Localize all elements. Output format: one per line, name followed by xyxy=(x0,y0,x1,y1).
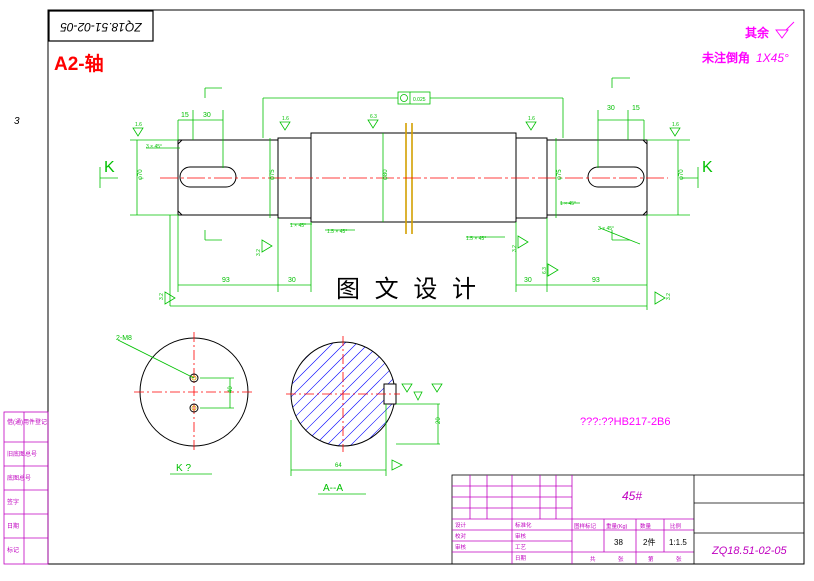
roughness-10: 6.3 xyxy=(542,267,548,274)
roughness-1: 1.6 xyxy=(135,122,142,128)
note-rest-2: 未注倒角 xyxy=(701,50,750,65)
tb-row2-b: 审核 xyxy=(515,532,527,540)
section-hatch xyxy=(291,342,395,446)
tb-footer-1: 共 xyxy=(590,555,596,563)
tb-hdr-qty: 数量 xyxy=(640,522,652,530)
dim-left-30: 30 xyxy=(203,112,211,119)
tb-material: 45# xyxy=(622,489,642,503)
threaded-hole-upper xyxy=(189,373,199,383)
title-block xyxy=(451,474,805,565)
tb-hdr-stage: 图样标记 xyxy=(574,522,597,530)
dim-left-15: 15 xyxy=(181,112,189,119)
tb-hdr-scale: 比例 xyxy=(670,522,682,530)
section-label: A--A xyxy=(323,483,343,494)
note-rest-1: 其余 xyxy=(745,25,770,40)
roughness-marks xyxy=(132,119,681,305)
roughness-3: 6.3 xyxy=(370,114,377,120)
dim-chamfer-right: 3 × 45° xyxy=(598,226,614,232)
tb-footer-4: 张 xyxy=(676,555,682,563)
k-arrow-right: K xyxy=(702,159,713,176)
dim-section-width: 64 xyxy=(335,463,342,469)
dim-bottom-30-left: 30 xyxy=(288,277,296,284)
strip-label-5: 标记 xyxy=(7,546,19,554)
keyway-left xyxy=(179,166,237,188)
tb-row1-b: 标准化 xyxy=(515,521,532,529)
tb-footer-2: 张 xyxy=(618,555,624,563)
dim-chamfer-left: 3 × 45° xyxy=(146,144,162,150)
tolerance-value: 0.025 xyxy=(413,97,426,103)
k-arrow-left: K xyxy=(104,159,115,176)
end-view xyxy=(117,332,254,452)
dim-chamfer-small-left: 1 × 45° xyxy=(290,223,306,229)
roughness-2: 1.6 xyxy=(282,116,289,122)
roughness-5: 1.6 xyxy=(672,122,679,128)
dim-dia-left-journal: φ75 xyxy=(270,169,276,180)
dim-bottom-93-right: 93 xyxy=(592,277,600,284)
roughness-8: 3.2 xyxy=(159,293,165,300)
roughness-values: 1.6 1.6 6.3 1.6 1.6 3.2 3.2 3.2 3.2 6.3 xyxy=(135,114,679,300)
dim-right-15: 15 xyxy=(632,105,640,112)
hardness-note: ???:??HB217-2B6 xyxy=(580,416,671,428)
strip-label-1: 旧底图总号 xyxy=(7,450,37,458)
tb-row2-a: 校对 xyxy=(455,532,467,540)
watermark: 图 文 设 计 xyxy=(336,276,480,303)
threaded-hole-lower xyxy=(189,403,199,413)
roughness-symbol-icon xyxy=(775,21,795,39)
code-box xyxy=(48,10,154,42)
dim-section-depth: 20 xyxy=(436,417,442,424)
dim-bottom-93-left: 93 xyxy=(222,277,230,284)
roughness-7: 3.2 xyxy=(512,245,518,252)
tb-row1-a: 设计 xyxy=(455,521,467,529)
keyway-right xyxy=(587,166,645,188)
strip-label-3: 签字 xyxy=(7,498,19,506)
drawing-title: A2-轴 xyxy=(54,52,104,75)
dim-bottom-30-right: 30 xyxy=(524,277,532,284)
tb-footer-3: 第 xyxy=(648,555,654,563)
page-marker: 3 xyxy=(14,116,20,127)
dim-dia-center: φ80 xyxy=(383,169,389,180)
strip-label-0: 借(通)用件登记 xyxy=(7,418,47,426)
tolerance-frame: 0.025 xyxy=(397,91,431,105)
dim-dia-left-end: φ70 xyxy=(138,169,144,180)
tb-scale: 1:1.5 xyxy=(669,538,687,547)
dim-end-hole-spacing: 40 xyxy=(228,386,234,393)
title-block-labels: 设计 标准化 校对 审核 审核 工艺 日期 图样标记 重量(Kg) 数量 比例 … xyxy=(455,521,682,563)
dim-chamfer-mid-right: 1.5 × 45° xyxy=(466,236,486,242)
dim-dia-right-end: φ70 xyxy=(679,169,685,180)
roughness-4: 1.6 xyxy=(528,116,535,122)
roughness-6: 3.2 xyxy=(256,249,262,256)
section-view xyxy=(286,336,443,476)
coaxiality-icon xyxy=(400,94,408,102)
left-strip-labels: 借(通)用件登记 旧底图总号 底图总号 签字 日期 标记 xyxy=(7,418,47,554)
dim-dia-right-journal: φ75 xyxy=(557,169,563,180)
dim-chamfer-small-right: 1 × 45° xyxy=(560,201,576,207)
outer-border xyxy=(47,9,805,565)
tb-drawing-no: ZQ18.51-02-05 xyxy=(711,545,787,557)
tb-row4-b: 日期 xyxy=(515,555,527,562)
end-view-label: K ? xyxy=(176,463,191,474)
shaft-view xyxy=(177,123,648,234)
dimension-lines xyxy=(99,77,699,310)
tb-weight: 2件 xyxy=(643,537,655,547)
strip-label-2: 底图总号 xyxy=(7,474,31,482)
note-rest-chamfer: 1X45° xyxy=(756,51,789,65)
tb-qty: 38 xyxy=(614,538,623,547)
tb-row3-a: 审核 xyxy=(455,543,467,551)
thread-callout: 2-M8 xyxy=(116,335,132,342)
dim-right-30: 30 xyxy=(607,105,615,112)
left-strip xyxy=(3,411,49,565)
code-box-text: ZQ18.51-02-05 xyxy=(60,20,143,34)
tb-hdr-weight: 重量(Kg) xyxy=(606,522,628,530)
strip-label-4: 日期 xyxy=(7,522,19,530)
tb-row3-b: 工艺 xyxy=(515,544,527,551)
dimension-texts: 15 30 30 15 93 30 30 93 3 × 45° 3 × 45° … xyxy=(138,105,685,284)
roughness-9: 3.2 xyxy=(666,293,672,300)
dim-chamfer-mid-left: 1.5 × 45° xyxy=(327,229,347,235)
